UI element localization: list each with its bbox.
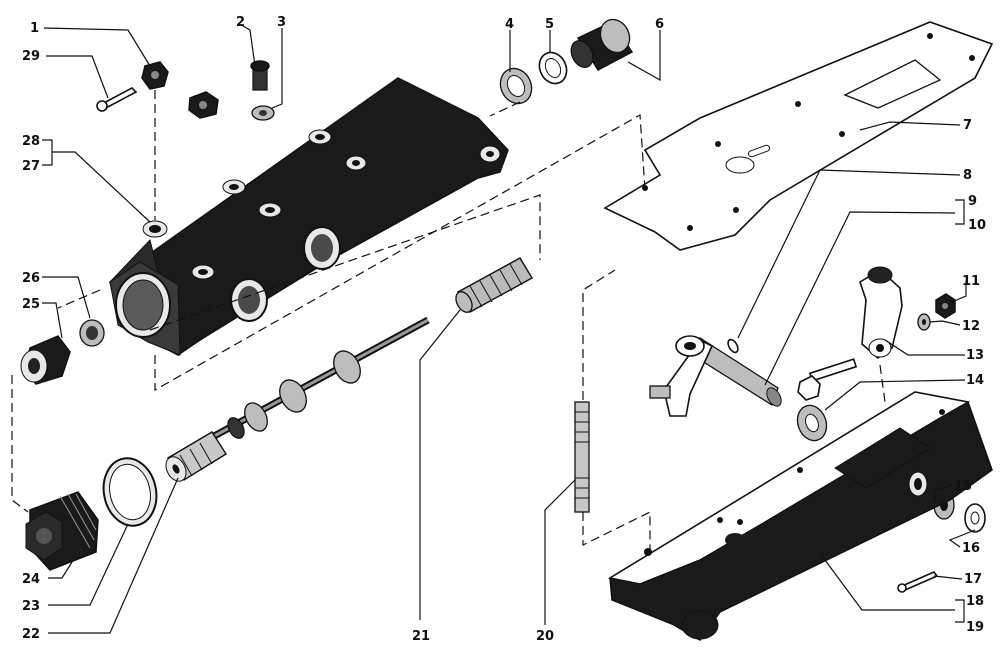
label-21: 21 [412,629,430,644]
threaded-plug-part-6 [570,18,634,71]
label-16: 16 [962,541,980,556]
label-27: 27 [22,159,40,174]
label-2: 2 [236,15,245,30]
label-1: 1 [30,21,39,36]
bolt-part-13 [797,358,858,401]
nut-part-11 [935,293,956,319]
label-28: 28 [22,134,40,149]
label-26: 26 [22,271,40,286]
clamp-lever-part-13 [859,266,903,360]
label-22: 22 [22,627,40,642]
label-15: 15 [954,479,972,494]
end-plug-part-24 [25,491,99,571]
gasket-plate-part-7 [603,21,994,251]
spring-seat-part-22 [165,431,227,482]
label-23: 23 [22,599,40,614]
part-labels: 1 29 2 3 4 5 6 7 8 9 10 11 12 13 14 15 1… [22,15,986,644]
label-7: 7 [963,118,972,133]
label-29: 29 [22,49,40,64]
washer-part-16 [964,503,986,533]
label-17: 17 [964,572,982,587]
label-5: 5 [545,17,554,32]
label-4: 4 [505,17,514,32]
valve-body-part-27-28 [109,77,509,357]
base-housing-part-18-19 [607,391,993,641]
label-10: 10 [968,218,986,233]
castle-nut-part-1 [141,61,169,90]
key-part-8 [727,338,739,354]
nut-part-26 [79,319,105,347]
castle-nut-second [188,91,219,119]
cotter-pin-part-29 [96,87,138,112]
washer-part-4 [499,67,533,105]
o-ring-part-23 [102,457,158,527]
alignment-lines [11,90,886,550]
leader-lines [42,25,976,634]
label-19: 19 [966,620,984,635]
label-24: 24 [22,572,40,587]
label-25: 25 [22,297,40,312]
label-13: 13 [966,348,984,363]
label-20: 20 [536,629,554,644]
seal-ring-part-5 [538,51,568,85]
stud-part-20 [574,401,590,513]
label-14: 14 [966,373,984,388]
label-11: 11 [962,274,980,289]
label-18: 18 [966,594,984,609]
label-3: 3 [277,15,286,30]
washer-part-12 [917,313,931,331]
lever-shaft-part-9-10 [649,335,782,417]
washer-part-14 [796,404,828,442]
screw-part-2 [250,60,270,91]
label-12: 12 [962,319,980,334]
label-8: 8 [963,168,972,183]
spring-part-21 [455,257,533,313]
fitting-part-25 [20,335,71,385]
label-9: 9 [968,194,977,209]
washer-part-3 [251,105,275,121]
label-6: 6 [655,17,664,32]
cotter-pin-part-17 [897,571,939,593]
